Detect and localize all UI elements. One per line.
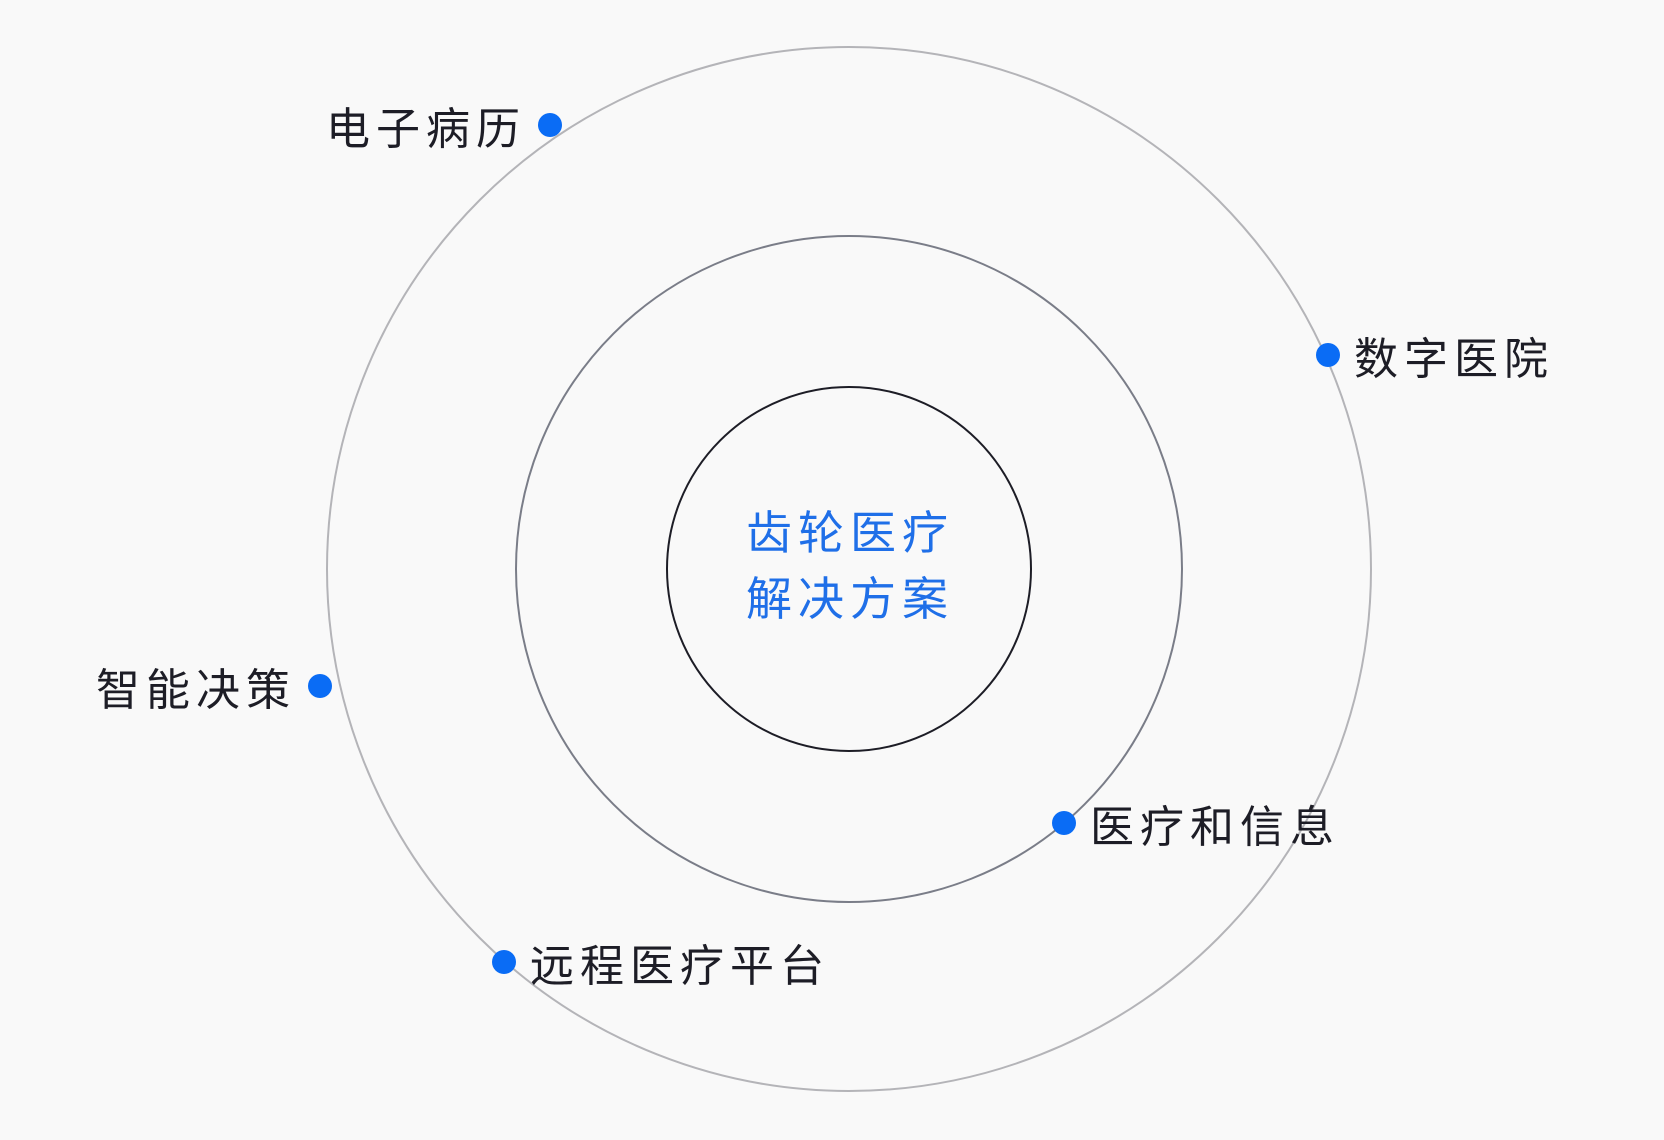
middle-ring — [515, 235, 1183, 903]
node-smart-decision-label: 智能决策 — [96, 665, 296, 716]
node-digital-hospital-dot — [1316, 343, 1340, 367]
outer-ring — [326, 46, 1372, 1092]
node-emr-label: 电子病历 — [326, 104, 526, 155]
node-medical-info-label: 医疗和信息 — [1090, 802, 1340, 853]
node-emr: 电子病历 — [326, 95, 562, 155]
node-medical-info-dot — [1052, 811, 1076, 835]
node-emr-dot — [538, 113, 562, 137]
node-smart-decision: 智能决策 — [96, 656, 332, 716]
center-title: 齿轮医疗 解决方案 — [650, 500, 1050, 632]
node-medical-info: 医疗和信息 — [1052, 793, 1340, 853]
node-digital-hospital-label: 数字医院 — [1354, 334, 1554, 385]
node-telemedicine-dot — [492, 950, 516, 974]
node-telemedicine-label: 远程医疗平台 — [530, 941, 830, 992]
inner-ring — [666, 386, 1032, 752]
node-smart-decision-dot — [308, 674, 332, 698]
node-digital-hospital: 数字医院 — [1316, 325, 1554, 385]
center-title-line-2: 解决方案 — [746, 572, 954, 626]
center-title-line-1: 齿轮医疗 — [746, 506, 954, 560]
node-telemedicine: 远程医疗平台 — [492, 932, 830, 992]
